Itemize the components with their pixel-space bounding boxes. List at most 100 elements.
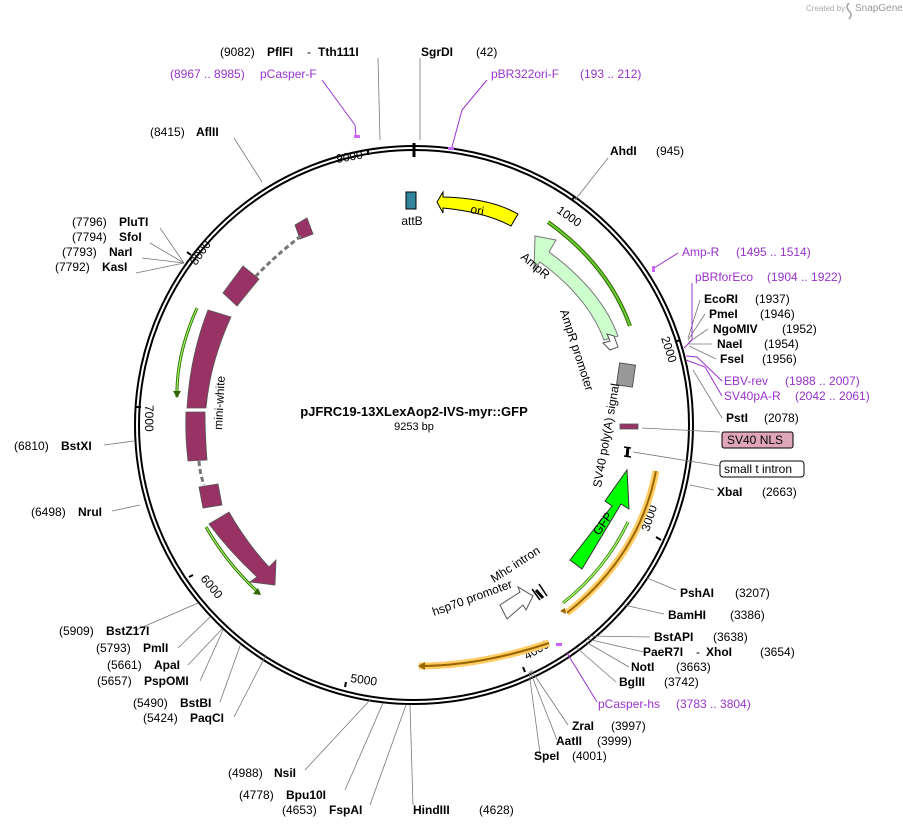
- tick-3000: [655, 536, 662, 541]
- site-pos: (5909): [59, 624, 94, 638]
- GFP-feature: [569, 468, 630, 570]
- SV40-signal-feature: [615, 362, 637, 388]
- site-BamHI: BamHI (3386): [668, 608, 765, 622]
- mini-white-label: mini-white: [211, 375, 228, 430]
- site-name: NruI: [78, 505, 102, 519]
- site-pos: (3638): [713, 630, 748, 644]
- site-name: PspOMI: [144, 674, 189, 688]
- site-pos: (3654): [760, 645, 795, 659]
- attB-label: attB: [401, 214, 422, 228]
- site-pos: (4628): [479, 803, 514, 817]
- site-BstBI: (5490) BstBI: [133, 696, 211, 710]
- attB-feature: [405, 191, 417, 210]
- site-PshAI: PshAI (3207): [680, 586, 770, 600]
- tick-5000: [344, 681, 347, 688]
- leader-BstXI: [103, 440, 135, 446]
- site-pos: (2078): [764, 411, 799, 425]
- tick-label-1000: 1000: [554, 203, 584, 230]
- primer-name: pBR322ori-F: [491, 67, 559, 81]
- site-pos: (7794): [72, 230, 107, 244]
- site-name: PstI: [726, 411, 748, 425]
- leader-BstAPI: [587, 635, 651, 638]
- orange-orf-1: [566, 470, 657, 614]
- site-name: ZraI: [572, 719, 594, 733]
- leader-NsiI: [304, 699, 371, 771]
- site-name: NsiI: [274, 766, 296, 780]
- site-pos: (4778): [239, 788, 274, 802]
- site-PaqCI: (5424) PaqCI: [143, 711, 224, 725]
- mini-white-orf-1-head-icon: [173, 391, 181, 398]
- orange-orf-2-head-icon: [418, 662, 425, 670]
- tick-6000: [188, 574, 194, 578]
- primer-range: (1988 .. 2007): [785, 374, 860, 388]
- primer-range: (1495 .. 1514): [736, 245, 811, 259]
- leader-Bpu10I: [344, 702, 384, 791]
- site-name: BstAPI: [654, 630, 693, 644]
- small-t-intron-feature: [623, 446, 632, 458]
- primer-pBRforEco: pBRforEco (1904 .. 1922): [695, 270, 842, 284]
- hsp70-promoter-label: hsp70 promoter: [430, 577, 514, 619]
- primer-SV40pA-R: SV40pA-R (2042 .. 2061): [724, 389, 870, 403]
- site-name: FspAI: [329, 803, 362, 817]
- site-SgrDI: SgrDI (42): [421, 45, 497, 59]
- leader-BstBI: [219, 645, 241, 703]
- site-name: PmeI: [709, 307, 738, 321]
- leader-NarI: [141, 257, 185, 264]
- leader-small-t-intron: [632, 451, 721, 467]
- site-NgoMIV: NgoMIV (1952): [713, 322, 817, 336]
- leader-pBR322ori-F: [451, 79, 488, 148]
- leader-PmeI: [687, 313, 706, 341]
- leader-BstZ17I: [135, 602, 199, 631]
- site-AflII: (8415) AflII: [150, 125, 219, 139]
- site-EcoRI: EcoRI (1937): [704, 292, 790, 306]
- AmpR-promoter-feature: [602, 333, 619, 351]
- leader-SV40-NLS: [641, 427, 721, 433]
- svg-text:-: -: [307, 45, 311, 59]
- primer-name: Amp-R: [682, 245, 720, 259]
- site-BstXI: (6810) BstXI: [14, 439, 92, 453]
- SV40-NLS-feature: [619, 423, 639, 430]
- pCasper-F-marker: [354, 135, 360, 138]
- site-name: PflFI: [267, 45, 293, 59]
- SV40-NLS-tag: SV40 NLS: [721, 431, 794, 449]
- site-pos: (3742): [664, 675, 699, 689]
- site-pos: (5424): [143, 711, 178, 725]
- site-NaeI: NaeI (1954): [717, 337, 799, 351]
- site-pos: (7792): [55, 260, 90, 274]
- site-pos: (8415): [150, 125, 185, 139]
- leader-AflII: [233, 137, 263, 183]
- leader-EBV-rev: [685, 355, 723, 382]
- site-NotI: NotI (3663): [631, 660, 711, 674]
- site-BglII: BglII (3742): [619, 675, 699, 689]
- site-name: AhdI: [610, 144, 637, 158]
- leader-PspOMI: [199, 629, 224, 682]
- site-PluTI: (7796) PluTI: [72, 215, 148, 229]
- site-name: EcoRI: [704, 292, 738, 306]
- site-NarI: (7793) NarI: [62, 245, 132, 259]
- primer-range: (8967 .. 8985): [170, 67, 245, 81]
- site-pos: (1956): [762, 352, 797, 366]
- site-name: KasI: [102, 260, 127, 274]
- site-pos: (3999): [597, 734, 632, 748]
- site-name: BglII: [619, 675, 645, 689]
- site-pos: (6498): [31, 505, 66, 519]
- mini-white-orf-2-highlight: [205, 526, 260, 594]
- site-BstAPI: BstAPI (3638): [654, 630, 748, 644]
- small-t-intron-label: small t intron: [724, 462, 792, 476]
- leader-BamHI: [623, 604, 665, 615]
- plasmid-size: 9253 bp: [394, 421, 434, 433]
- site-SpeI: SpeI (4001): [534, 749, 607, 763]
- plasmid-name: pJFRC19-13XLexAop2-IVS-myr::GFP: [300, 404, 528, 419]
- tick-8000: [186, 251, 192, 256]
- site-pos: (4001): [572, 749, 607, 763]
- site-PmeI: PmeI (1946): [709, 307, 795, 321]
- Amp-R-marker: [652, 266, 655, 272]
- Mhc-intron-label: Mhc intron: [488, 543, 543, 585]
- SV40-NLS-label: SV40 NLS: [727, 433, 783, 447]
- ori-feature: [436, 190, 519, 227]
- AmpR-orf-highlight: [547, 221, 631, 327]
- leader-pBRforEco: [683, 283, 693, 349]
- site-pos: (4653): [282, 803, 317, 817]
- site-name: NgoMIV: [713, 322, 758, 336]
